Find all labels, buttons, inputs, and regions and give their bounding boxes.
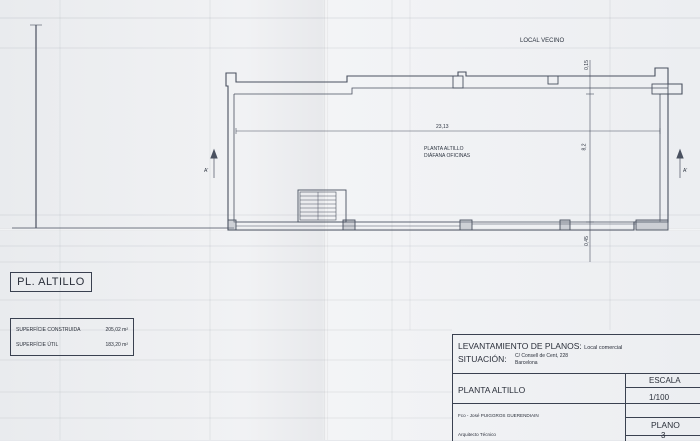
title-block: LEVANTAMIENTO DE PLANOS: Local comercial… [452, 334, 700, 441]
room-subtitle-label: DIÁFANA OFICINAS [424, 153, 471, 159]
plano-label: PLANO [651, 420, 680, 430]
author-role: Arquitecto Técnico [458, 432, 496, 437]
dimension-top: 0,15 [583, 60, 590, 70]
area-label: SUPERFÍCIE CONSTRUIDA [16, 327, 81, 333]
situacion-label: SITUACIÓN: [458, 354, 507, 364]
section-mark-left: A' [204, 168, 209, 174]
area-value: 183,20 m² [105, 342, 128, 348]
address-line-2: Barcelona [515, 360, 538, 366]
author-name: Fco - José PUIGGROS GUERENDIAIN [458, 413, 539, 418]
neighbor-label: LOCAL VECINO [520, 38, 565, 44]
plano-number: 3 [661, 431, 666, 440]
cartouche-heading: LEVANTAMIENTO DE PLANOS: Local comercial [458, 341, 623, 351]
area-table: SUPERFÍCIE CONSTRUIDA 205,02 m² SUPERFÍC… [10, 318, 134, 356]
area-row-useful: SUPERFÍCIE ÚTIL 183,20 m² [16, 342, 128, 348]
area-label: SUPERFÍCIE ÚTIL [16, 342, 59, 348]
plan-name: PLANTA ALTILLO [458, 385, 526, 395]
dimension-depth: 8,2 [581, 143, 588, 151]
sheet-title: PL. ALTILLO [10, 272, 92, 292]
project-type: Local comercial [584, 345, 623, 351]
area-value: 205,02 m² [105, 327, 128, 333]
dimension-length: 23,13 [436, 124, 449, 130]
section-mark-right: A' [683, 168, 688, 174]
escala-value: 1/100 [649, 393, 670, 402]
room-name-label: PLANTA ALTILLO [424, 146, 464, 152]
address-line-1: C/ Consell de Cent, 228 [515, 353, 569, 359]
dimension-bottom: 0,45 [583, 236, 590, 246]
area-row-built: SUPERFÍCIE CONSTRUIDA 205,02 m² [16, 327, 128, 333]
escala-label: ESCALA [649, 376, 681, 385]
